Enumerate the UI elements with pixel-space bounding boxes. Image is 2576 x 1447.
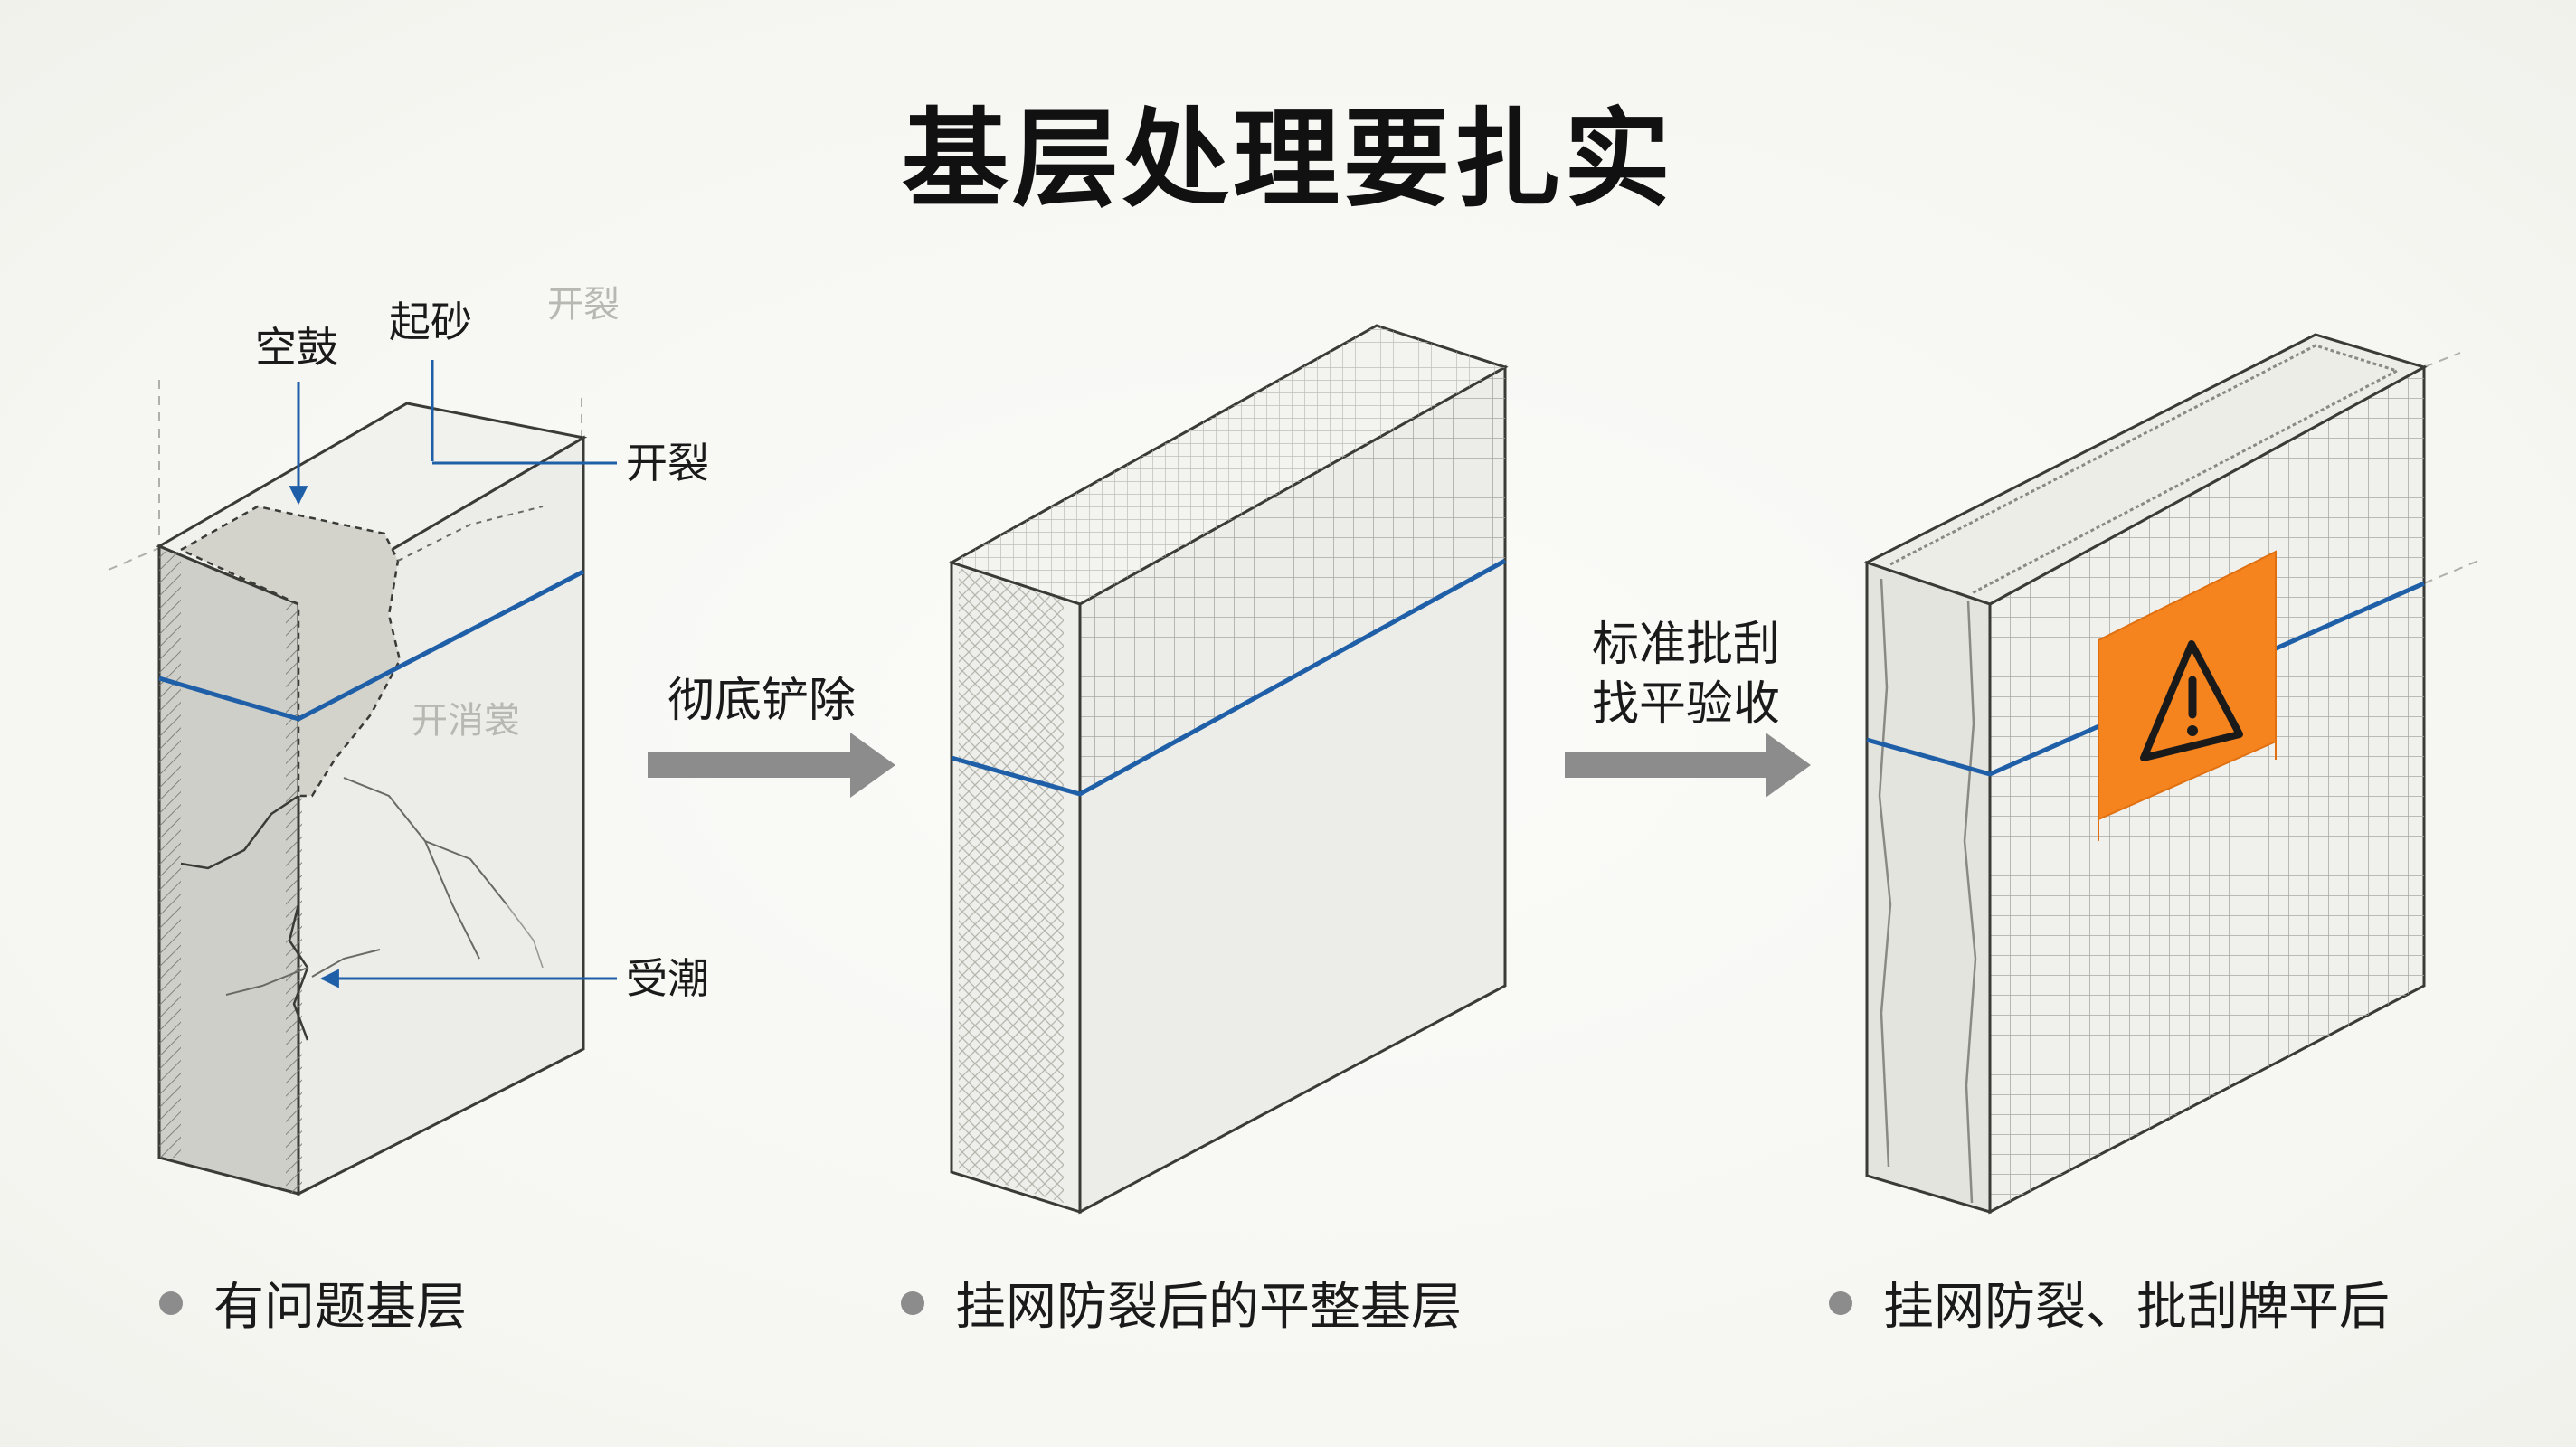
warning-sign xyxy=(2098,550,2277,841)
panel-finished-base xyxy=(1863,333,2479,1215)
bullet-dot xyxy=(1829,1291,1852,1315)
faint-face-label: 开消裳 xyxy=(412,700,520,742)
bullet-dot xyxy=(159,1291,183,1315)
panel-problem-base: 开消裳 开裂 空鼓 起砂 开裂 受潮 xyxy=(108,284,709,1196)
bullet-dot xyxy=(901,1291,924,1315)
callout-damp: 受潮 xyxy=(626,954,709,1003)
panel-meshed-base xyxy=(948,324,1509,1215)
step-arrow-remove: 彻底铲除 xyxy=(648,674,895,798)
caption-finished-base-text: 挂网防裂、批刮牌平后 xyxy=(1883,1278,2390,1337)
caption-meshed-base: 挂网防裂后的平整基层 xyxy=(901,1266,1462,1339)
page-title: 基层处理要扎实 xyxy=(901,97,1674,222)
warning-icon xyxy=(2140,640,2243,761)
callout-cracking: 开裂 xyxy=(626,439,709,487)
callout-hollow: 空鼓 xyxy=(255,323,338,372)
step-label-scrape-2: 找平验收 xyxy=(1592,677,1780,732)
step-arrow-scrape: 标准批刮 找平验收 xyxy=(1565,618,1811,798)
step-label-remove: 彻底铲除 xyxy=(668,674,856,728)
callout-sanding: 起砂 xyxy=(389,298,472,346)
step-label-scrape-1: 标准批刮 xyxy=(1592,618,1780,672)
caption-meshed-base-text: 挂网防裂后的平整基层 xyxy=(955,1278,1462,1337)
caption-finished-base: 挂网防裂、批刮牌平后 xyxy=(1829,1266,2390,1339)
caption-problem-base-text: 有问题基层 xyxy=(213,1278,467,1337)
faint-top-label: 开裂 xyxy=(547,284,620,326)
caption-problem-base: 有问题基层 xyxy=(159,1266,467,1339)
